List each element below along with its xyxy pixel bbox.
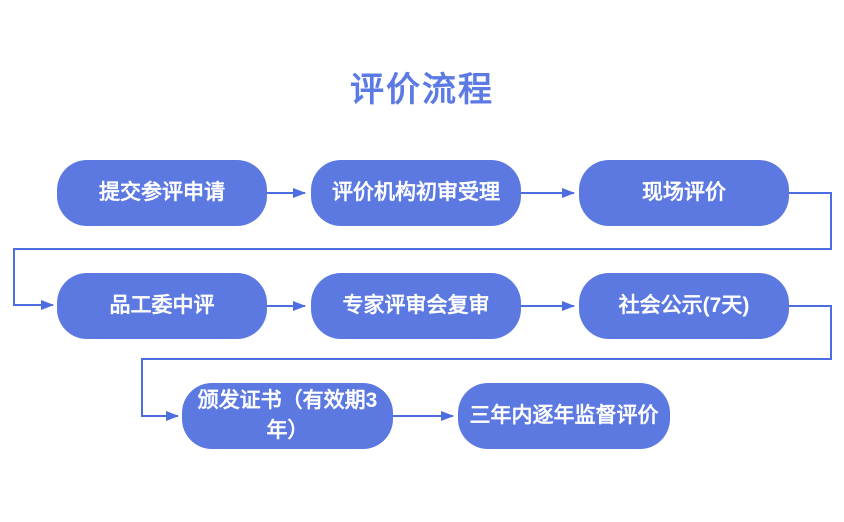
flow-node-annual-supervision: 三年内逐年监督评价	[458, 383, 670, 449]
flow-node-expert-panel-review: 专家评审会复审	[311, 273, 521, 339]
flow-node-public-announcement: 社会公示(7天)	[579, 273, 789, 339]
flow-node-agency-initial-review: 评价机构初审受理	[311, 160, 521, 226]
flow-node-submit-application: 提交参评申请	[57, 160, 267, 226]
flow-node-committee-mid-review: 品工委中评	[57, 273, 267, 339]
flow-node-certificate-issuance: 颁发证书（有效期3年）	[182, 383, 393, 449]
page-title: 评价流程	[350, 71, 494, 109]
flow-node-onsite-evaluation: 现场评价	[579, 160, 789, 226]
